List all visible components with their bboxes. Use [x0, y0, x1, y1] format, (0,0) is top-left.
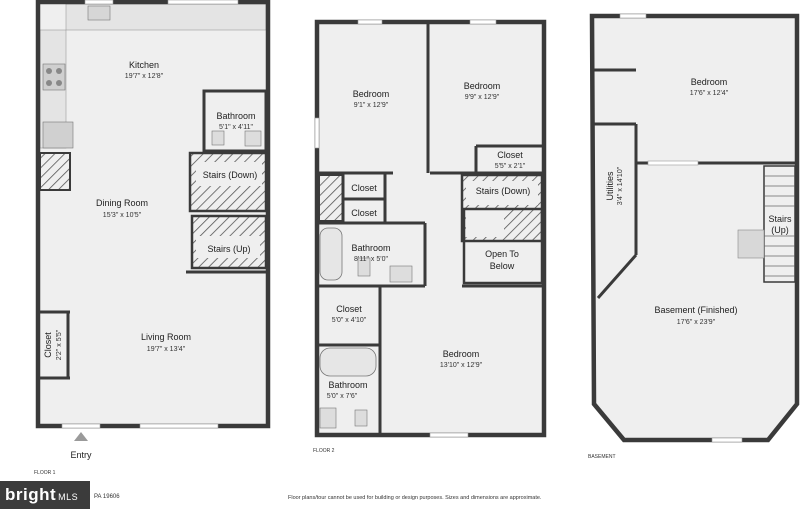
zip-code: PA 19606 — [94, 494, 120, 500]
open-below-label: Below — [490, 261, 515, 271]
living-label: Living Room — [141, 332, 191, 342]
toilet-icon — [211, 130, 225, 146]
dining-dim: 15'3" x 10'5" — [103, 212, 142, 219]
entry-label: Entry — [70, 450, 92, 460]
bath-sink-icon — [244, 130, 262, 147]
entry-arrow-icon — [74, 432, 88, 441]
basement-stairs-up-label: (Up) — [771, 225, 789, 235]
f2-closet-c-label: Closet — [351, 208, 377, 218]
bathtub-icon — [319, 227, 343, 281]
dining-label: Dining Room — [96, 198, 148, 208]
f1-stairs-down-label: Stairs (Down) — [203, 170, 258, 180]
basement-bedroom-label: Bedroom — [691, 77, 728, 87]
living-dim: 19'7" x 13'4" — [147, 346, 186, 353]
furnace-icon — [737, 229, 765, 259]
f2-stairs-down-label: Stairs (Down) — [476, 186, 531, 196]
f1-stairs-up-label: Stairs (Up) — [207, 244, 250, 254]
kitchen-label: Kitchen — [129, 60, 159, 70]
utilities-dim: 3'4" x 14'10" — [617, 166, 624, 205]
stove-icon — [42, 63, 66, 91]
basement-stairs — [763, 165, 796, 283]
floor-2-caption: FLOOR 2 — [313, 448, 335, 454]
f2-closet-d-dim: 5'0" x 4'10" — [332, 317, 367, 324]
f2-bathroom1-dim: 8'11" x 5'0" — [354, 256, 388, 263]
f1-bathroom-label: Bathroom — [216, 111, 255, 121]
disclaimer-text: Floor plans/tour cannot be used for buil… — [288, 495, 542, 501]
f1-bathroom-dim: 5'1" x 4'11" — [219, 124, 253, 131]
f2-bathroom1-label: Bathroom — [351, 243, 390, 253]
basement-finished-label: Basement (Finished) — [654, 305, 737, 315]
basement-bedroom-dim: 17'6" x 12'4" — [690, 90, 729, 97]
brand-name: bright — [5, 485, 57, 504]
f2-bedroom1-dim: 9'1" x 12'9" — [354, 102, 389, 109]
floor-1-plan: Kitchen 19'7" x 12'8" Bathroom 5'1" x 4'… — [35, 0, 271, 460]
floor-2-plan: Bedroom 9'1" x 12'9" Bedroom 9'9" x 12'9… — [314, 19, 547, 438]
basement-plan: Bedroom 17'6" x 12'4" Utilities 3'4" x 1… — [589, 13, 800, 443]
basement-finished-dim: 17'6" x 23'9" — [677, 319, 716, 326]
f1-closet-dim: 2'2" x 5'5" — [56, 329, 63, 360]
f2-closet-b-label: Closet — [351, 183, 377, 193]
f2-bedroom1-label: Bedroom — [353, 89, 390, 99]
bath-sink-icon — [319, 407, 337, 429]
refrigerator-icon — [42, 121, 74, 149]
floor-1-caption: FLOOR 1 — [34, 470, 56, 476]
basement-stairs-label: Stairs — [768, 214, 792, 224]
f2-closet-a-label: Closet — [497, 150, 523, 160]
f2-bedroom3-label: Bedroom — [443, 349, 480, 359]
f2-bedroom2-dim: 9'9" x 12'9" — [465, 94, 500, 101]
f2-bathroom2-label: Bathroom — [328, 380, 367, 390]
f2-closet-a-dim: 5'5" x 2'1" — [495, 163, 526, 170]
f1-closet-label: Closet — [43, 332, 53, 358]
open-to-label: Open To — [485, 249, 519, 259]
f2-closet-d-label: Closet — [336, 304, 362, 314]
f2-bedroom2-label: Bedroom — [464, 81, 501, 91]
brand-suffix: MLS — [58, 492, 79, 502]
basement-caption: BASEMENT — [588, 454, 616, 460]
utilities-label: Utilities — [605, 171, 615, 201]
bath-sink-icon — [389, 265, 413, 283]
f2-bathroom2-dim: 5'0" x 7'6" — [327, 393, 358, 400]
floor-plan: Kitchen 19'7" x 12'8" Bathroom 5'1" x 4'… — [35, 0, 800, 460]
sink-icon — [87, 5, 111, 21]
bathtub-icon — [319, 347, 377, 377]
toilet-icon — [354, 409, 368, 427]
kitchen-dim: 19'7" x 12'8" — [125, 73, 164, 80]
toilet-icon — [357, 257, 371, 277]
f2-bedroom3-dim: 13'10" x 12'9" — [440, 362, 483, 369]
